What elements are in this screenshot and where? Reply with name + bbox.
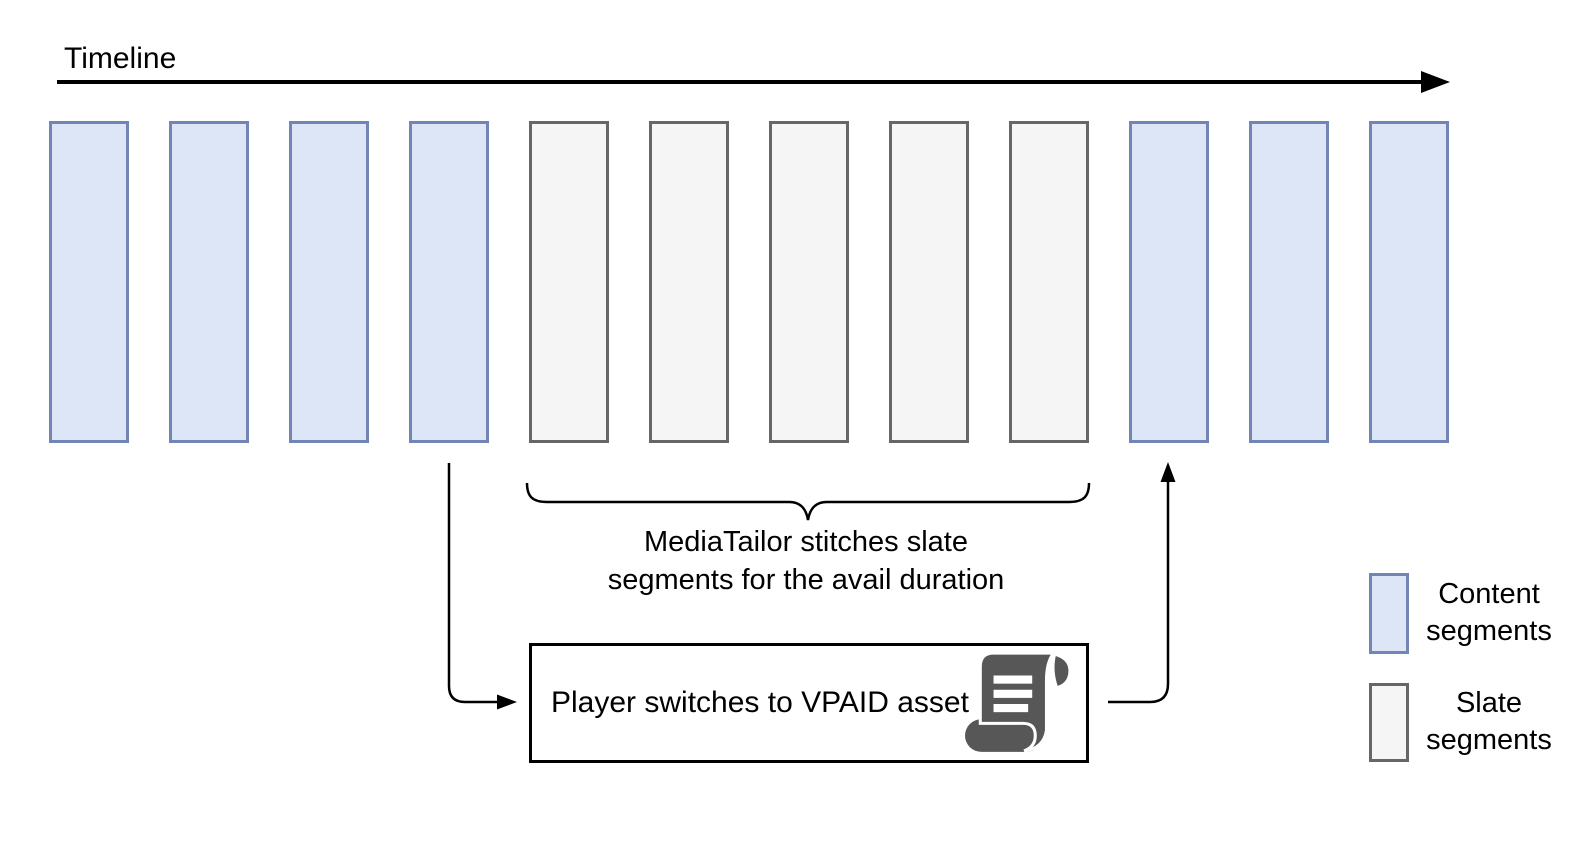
slate-segment [649,121,729,443]
content-segment [49,121,129,443]
content-segment [1369,121,1449,443]
timeline-arrow [57,71,1450,93]
content-segment [1129,121,1209,443]
segments-strip [49,121,1449,443]
content-segment [289,121,369,443]
legend-slate-swatch [1369,683,1409,762]
content-segment [409,121,489,443]
player-box: Player switches to VPAID asset [529,643,1089,763]
legend-content-line-1: Content [1438,578,1540,610]
legend-slate-line-2: segments [1426,724,1552,756]
annotation-line-1: MediaTailor stitches slate [644,526,968,558]
legend-slate-line-1: Slate [1455,687,1523,719]
player-box-label: Player switches to VPAID asset [551,686,969,719]
legend-content-line-2: segments [1426,615,1552,647]
slate-segment [889,121,969,443]
slate-segment [769,121,849,443]
annotation-text: MediaTailor stitches slate segments for … [486,523,1126,599]
annotation-line-2: segments for the avail duration [607,564,1005,596]
slate-segment [1009,121,1089,443]
legend-slate-label: Slate segments [1414,685,1564,759]
content-segment [169,121,249,443]
legend-content-label: Content segments [1414,576,1564,650]
scroll-icon [965,652,1072,753]
content-segment [1249,121,1329,443]
legend-content-swatch [1369,573,1409,654]
timeline-label: Timeline [64,42,177,75]
slate-segment [529,121,609,443]
slate-brace [525,482,1091,521]
